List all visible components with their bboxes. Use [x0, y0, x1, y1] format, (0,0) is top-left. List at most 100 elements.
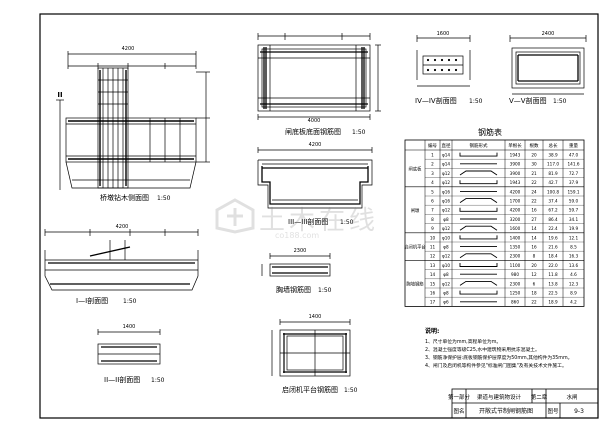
- rebar-table-cell: 117.0: [547, 162, 559, 167]
- rebar-table-cell: 20: [531, 153, 537, 158]
- rebar-table-header: 根数: [530, 142, 539, 149]
- rebar-table-cell: 11.8: [548, 272, 558, 277]
- rebar-table-cell: φ14: [442, 153, 450, 158]
- rebar-table-cell: φ8: [443, 291, 449, 296]
- notes-title: 说明:: [425, 327, 439, 335]
- title-chapter-name: 水闸: [566, 393, 577, 401]
- rebar-table-cell: 3: [431, 171, 434, 176]
- rebar-table-cell: 12: [430, 254, 436, 259]
- rebar-table-cell: 980: [511, 272, 519, 277]
- section-4-drawing: [416, 35, 471, 87]
- rebar-table-cell: 30: [531, 162, 537, 167]
- pier-elevation-drawing: [56, 51, 210, 190]
- rebar-table-cell: φ12: [442, 171, 450, 176]
- pier-width-dim: 4200: [122, 46, 135, 52]
- title-number-label: 图号: [547, 407, 559, 415]
- beam-drawing: [261, 253, 331, 277]
- rebar-shape-sketch: [459, 180, 498, 185]
- rebar-table-cell: 2300: [510, 281, 521, 286]
- rebar-table-header: 直径: [442, 142, 451, 149]
- rebar-table-cell: 4200: [510, 189, 521, 194]
- pier-elevation-rebar: [68, 70, 194, 186]
- rebar-table-cell: 14: [531, 235, 537, 240]
- rebar-table-cell: 16: [430, 291, 436, 296]
- rebar-table-cell: 37.9: [569, 180, 579, 185]
- title-figure-label: 图名: [453, 407, 464, 415]
- rebar-table-cell: 3900: [510, 162, 521, 167]
- rebar-table-cell: 1600: [510, 226, 521, 231]
- rebar-table-cell: 8.9: [570, 291, 577, 296]
- platform-rebar: [283, 333, 347, 373]
- rebar-table-cell: 16.3: [569, 254, 579, 259]
- rebar-table-cell: 18.9: [548, 300, 558, 305]
- rebar-table-cell: 20: [531, 263, 537, 268]
- rebar-table-cell: 141.6: [568, 162, 580, 167]
- rebar-shape-sketch: [459, 280, 498, 286]
- rebar-table-cell: 8: [533, 254, 536, 259]
- rebar-table-cell: 7: [431, 208, 434, 213]
- rebar-table-cell: 11: [430, 245, 436, 250]
- rebar-table-cell: φ16: [442, 189, 450, 194]
- rebar-table-cell: 159.1: [568, 189, 580, 194]
- rebar-table-cell: φ12: [442, 180, 450, 185]
- rebar-table-cell: 1100: [510, 263, 521, 268]
- rebar-table-cell: 24: [531, 189, 537, 194]
- rebar-table-cell: 9: [431, 226, 434, 231]
- rebar-table-cell: 17: [430, 300, 436, 305]
- base-plan-rebar: [260, 47, 368, 109]
- rebar-table-cell: 4.2: [570, 300, 577, 305]
- rebar-table-cell: 1943: [510, 153, 521, 158]
- rebar-table-cell: 13: [430, 263, 436, 268]
- rebar-table-cell: φ14: [442, 162, 450, 167]
- title-chapter-label: 第二章: [531, 393, 548, 401]
- rebar-table-group-label: 闸墩: [411, 207, 420, 214]
- rebar-table-cell: 14: [430, 272, 436, 277]
- rebar-table-cell: φ16: [442, 199, 450, 204]
- rebar-table-cell: 86.4: [548, 217, 558, 222]
- rebar-table-title: 钢筋表: [478, 127, 502, 137]
- rebar-table-cell: φ10: [442, 235, 450, 240]
- rebar-table-cell: φ8: [443, 245, 449, 250]
- rebar-shape-sketch: [459, 235, 498, 240]
- rebar-table-cell: 3200: [510, 217, 521, 222]
- rebar-table-header: 总长: [549, 142, 558, 149]
- rebar-table-cell: φ8: [443, 272, 449, 277]
- rebar-table-cell: 8: [431, 217, 434, 222]
- section-3-scale: 1:50: [340, 219, 354, 226]
- rebar-table-cell: 14: [531, 226, 537, 231]
- rebar-table-frame: [404, 139, 585, 307]
- rebar-table-cell: 13.8: [548, 281, 558, 286]
- rebar-shape-sketch: [459, 263, 498, 267]
- rebar-table-cell: φ8: [443, 217, 449, 222]
- rebar-table-cell: 22: [531, 180, 537, 185]
- rebar-table-header: 钢筋形式: [470, 142, 488, 149]
- rebar-table-cell: 8.5: [570, 245, 577, 250]
- rebar-table-cell: 16: [531, 208, 537, 213]
- section-2-drawing: [97, 329, 161, 365]
- rebar-table-cell: 1400: [510, 235, 521, 240]
- rebar-table-cell: 15: [430, 281, 436, 286]
- rebar-table-group-label: 启闭机平台: [404, 244, 425, 251]
- platform-caption: 启闭机平台钢筋图: [282, 385, 338, 394]
- beam-width: 2300: [294, 248, 307, 254]
- rebar-shape-sketch: [459, 152, 498, 157]
- pier-caption: 桥墩钻木侧面图: [100, 193, 149, 202]
- section-4-rebar: [426, 58, 458, 72]
- rebar-table-cell: φ10: [442, 263, 450, 268]
- rebar-table-cell: 22: [531, 199, 537, 204]
- rebar-table-cell: 12: [531, 272, 537, 277]
- rebar-table-cell: φ12: [442, 208, 450, 213]
- rebar-table-cell: 4: [431, 180, 434, 185]
- rebar-table-cell: 37.4: [548, 199, 558, 204]
- rebar-table-cell: 42.7: [548, 180, 558, 185]
- rebar-table-cell: 81.9: [548, 171, 558, 176]
- title-block: [451, 388, 599, 419]
- rebar-table-cell: 34.1: [569, 217, 579, 222]
- rebar-table-cell: 59.7: [569, 208, 579, 213]
- beam-caption: 胸墙钢筋图: [276, 285, 311, 294]
- section-4-scale: 1:50: [469, 98, 483, 105]
- pier-scale: 1:50: [157, 195, 171, 202]
- rebar-table-cell: 22.0: [548, 263, 558, 268]
- rebar-table-cell: 19.6: [548, 235, 558, 240]
